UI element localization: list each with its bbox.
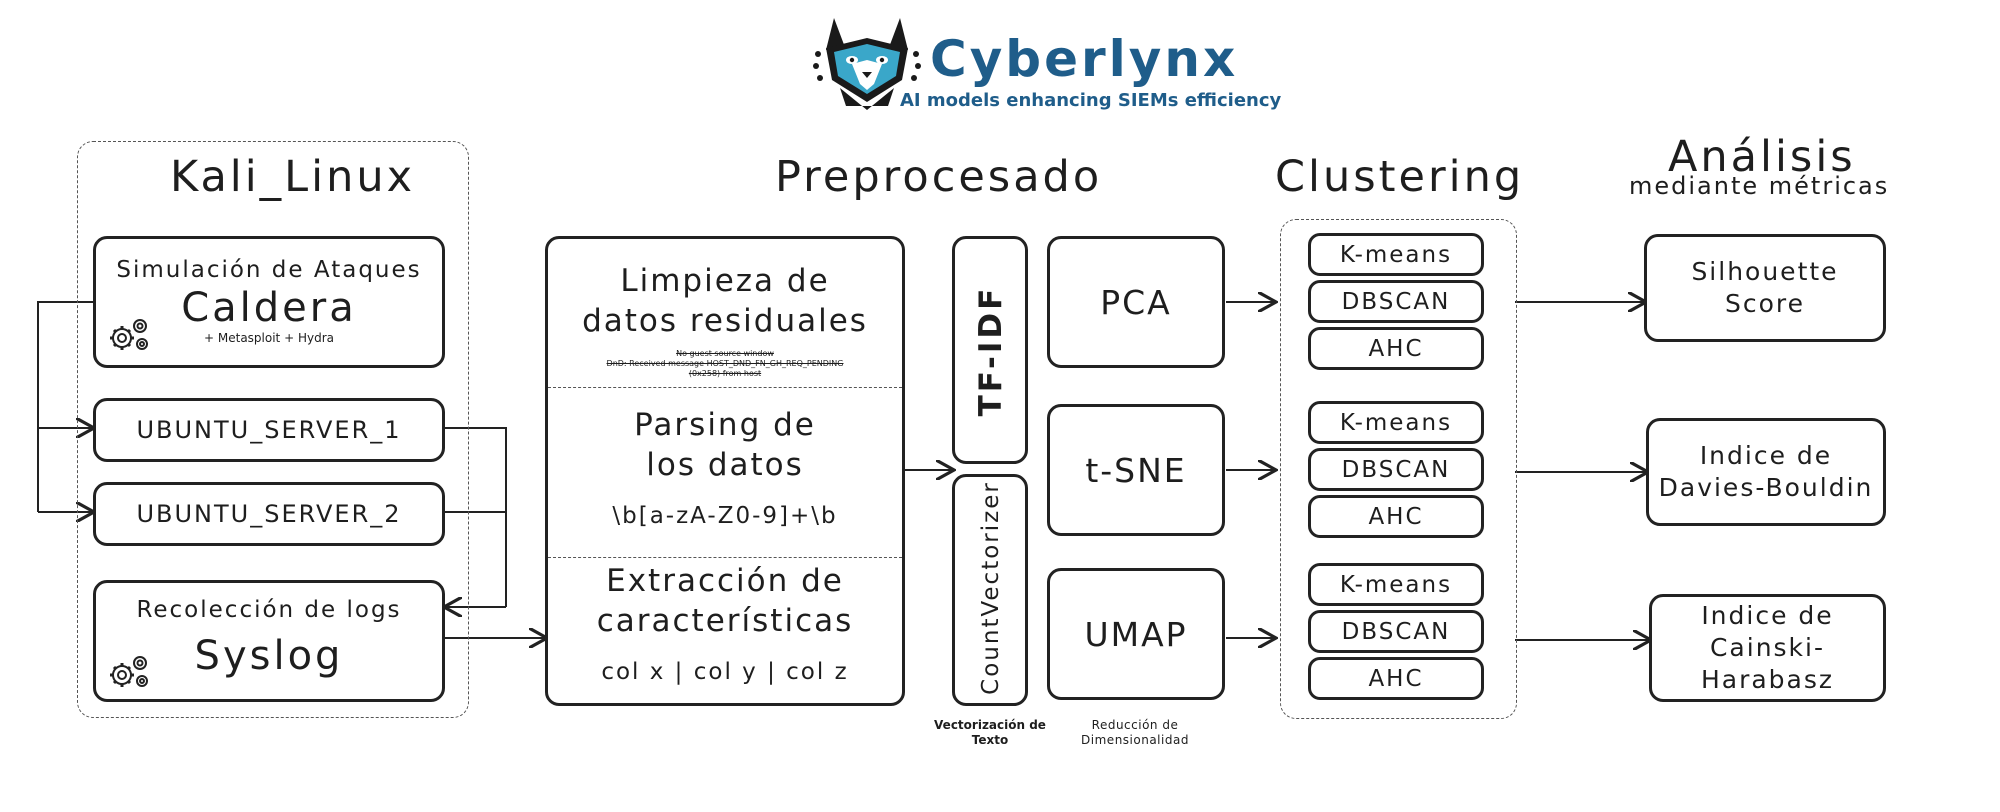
- cluster-kmeans-3-label: K-means: [1339, 571, 1453, 598]
- ubuntu-server-2-label: UBUNTU_SERVER_2: [136, 500, 402, 528]
- davies-bouldin-box: Indice de Davies-Bouldin: [1646, 418, 1886, 526]
- logo-name: Cyberlynx: [930, 30, 1239, 88]
- caldera-box: Simulación de Ataques Caldera + Metasplo…: [93, 236, 445, 368]
- cluster-dbscan-3: DBSCAN: [1308, 610, 1484, 653]
- ubuntu-server-1-label: UBUNTU_SERVER_1: [136, 416, 402, 444]
- cluster-dbscan-2: DBSCAN: [1308, 448, 1484, 491]
- tsne-label: t-SNE: [1085, 450, 1187, 490]
- countvectorizer-label: CountVectorizer: [978, 481, 1004, 695]
- pca-box: PCA: [1047, 236, 1225, 368]
- extraction-title-line1: Extracción de: [606, 563, 844, 599]
- cluster-ahc-2: AHC: [1308, 495, 1484, 538]
- calinski-harabasz-line2: Cainski-Harabasz: [1700, 633, 1835, 694]
- regex-label: \b[a-zA-Z0-9]+\b: [612, 503, 838, 529]
- davies-bouldin-line2: Davies-Bouldin: [1658, 473, 1874, 502]
- clustering-panel: [1280, 219, 1517, 719]
- cluster-kmeans-1: K-means: [1308, 233, 1484, 276]
- columns-label: col x | col y | col z: [601, 659, 849, 685]
- silhouette-score-box: Silhouette Score: [1644, 234, 1886, 342]
- davies-bouldin-line1: Indice de: [1699, 441, 1833, 470]
- silhouette-line1: Silhouette: [1691, 257, 1839, 286]
- tsne-box: t-SNE: [1047, 404, 1225, 536]
- caldera-subtitle: + Metasploit + Hydra: [204, 331, 334, 345]
- cluster-dbscan-2-label: DBSCAN: [1341, 456, 1451, 483]
- tfidf-label: TF-IDF: [973, 285, 1009, 417]
- gears-icon: [110, 319, 148, 350]
- cluster-ahc-1: AHC: [1308, 327, 1484, 370]
- tfidf-box: TF-IDF: [952, 236, 1028, 464]
- lynx-mascot-icon: [813, 18, 921, 110]
- vectorization-caption-line1: Vectorización de: [934, 718, 1046, 732]
- cluster-kmeans-1-label: K-means: [1339, 241, 1453, 268]
- parsing-title-line2: los datos: [646, 447, 804, 483]
- syslog-heading: Recolección de logs: [136, 597, 402, 623]
- calinski-harabasz-line1: Indice de: [1701, 601, 1834, 630]
- silhouette-line2: Score: [1724, 289, 1806, 318]
- sample-log-line: (0x258) from host: [688, 369, 762, 378]
- reduction-caption-line1: Reducción de: [1091, 718, 1179, 732]
- cluster-ahc-1-label: AHC: [1368, 335, 1424, 362]
- reduction-caption-line2: Dimensionalidad: [1081, 733, 1189, 747]
- cluster-kmeans-2-label: K-means: [1339, 409, 1453, 436]
- cluster-kmeans-2: K-means: [1308, 401, 1484, 444]
- cluster-ahc-3-label: AHC: [1368, 665, 1424, 692]
- cluster-ahc-3: AHC: [1308, 657, 1484, 700]
- parsing-title-line1: Parsing de: [634, 407, 816, 443]
- logo: Cyberlynx AI models enhancing SIEMs effi…: [812, 10, 1281, 115]
- reduction-caption: Reducción de Dimensionalidad: [1070, 718, 1200, 748]
- gears-icon: [110, 656, 148, 687]
- umap-label: UMAP: [1084, 614, 1188, 654]
- kali-linux-panel: [77, 141, 469, 718]
- cluster-dbscan-1: DBSCAN: [1308, 280, 1484, 323]
- ubuntu-server-2: UBUNTU_SERVER_2: [93, 482, 445, 546]
- logo-tagline: AI models enhancing SIEMs efficiency: [900, 90, 1282, 111]
- caldera-heading: Simulación de Ataques: [116, 257, 422, 283]
- cleaning-title-line2: datos residuales: [582, 303, 868, 339]
- cluster-dbscan-3-label: DBSCAN: [1341, 618, 1451, 645]
- title-preprocesado: Preprocesado: [775, 152, 1103, 202]
- umap-box: UMAP: [1047, 568, 1225, 700]
- sample-log-line: DnD: Received message HOST_DND_FN_GH_REQ…: [606, 359, 844, 368]
- title-kali-linux: Kali_Linux: [170, 152, 416, 202]
- cleaning-title-line1: Limpieza de: [620, 263, 830, 299]
- title-clustering: Clustering: [1275, 152, 1525, 202]
- sample-log-line: No guest source window: [676, 349, 774, 358]
- ubuntu-server-1: UBUNTU_SERVER_1: [93, 398, 445, 462]
- vectorization-caption-line2: Texto: [971, 733, 1009, 747]
- vectorization-caption: Vectorización de Texto: [930, 718, 1050, 748]
- extraction-title-line2: características: [596, 603, 854, 639]
- syslog-title: Syslog: [194, 633, 344, 679]
- divider: [548, 557, 902, 558]
- preprocessing-box: Limpieza de datos residuales No guest so…: [545, 236, 905, 706]
- title-analisis: Análisis: [1668, 132, 1856, 182]
- caldera-title: Caldera: [181, 285, 357, 331]
- syslog-box: Recolección de logs Syslog: [93, 580, 445, 702]
- countvectorizer-box: CountVectorizer: [952, 474, 1028, 706]
- calinski-harabasz-box: Indice de Cainski-Harabasz: [1649, 594, 1886, 702]
- cluster-kmeans-3: K-means: [1308, 563, 1484, 606]
- subtitle-analisis: mediante métricas: [1629, 172, 1890, 200]
- cluster-ahc-2-label: AHC: [1368, 503, 1424, 530]
- cluster-dbscan-1-label: DBSCAN: [1341, 288, 1451, 315]
- divider: [548, 387, 902, 388]
- pca-label: PCA: [1100, 282, 1172, 322]
